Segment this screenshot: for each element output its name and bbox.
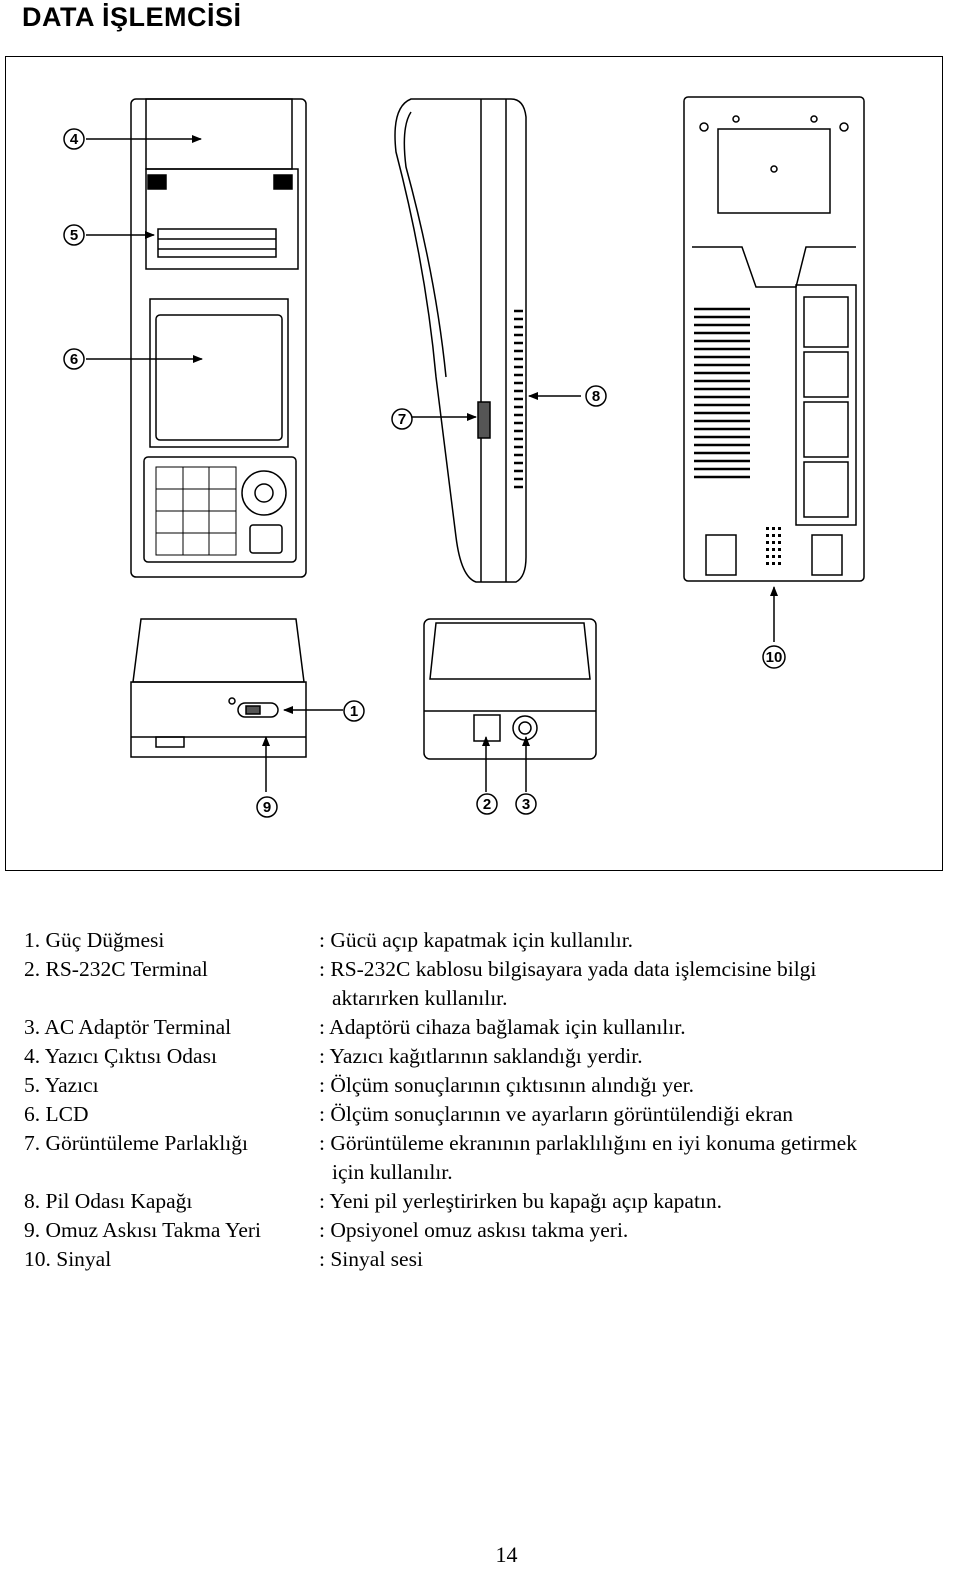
svg-text:5: 5 bbox=[70, 227, 78, 244]
legend-label: 9. Omuz Askısı Takma Yeri bbox=[24, 1218, 261, 1242]
device-figure: 4 5 6 7 8 1 9 2 3 10 bbox=[5, 56, 943, 871]
legend-desc: : Sinyal sesi bbox=[319, 1247, 423, 1271]
legend-desc: : Yazıcı kağıtlarının saklandığı yerdir. bbox=[319, 1044, 643, 1068]
front-view bbox=[130, 98, 307, 578]
legend-desc: : Gücü açıp kapatmak için kullanılır. bbox=[319, 928, 634, 952]
callout-6: 6 bbox=[63, 348, 85, 370]
svg-text:9: 9 bbox=[263, 799, 271, 816]
callout-8: 8 bbox=[585, 385, 607, 407]
legend-row: 3. AC Adaptör Terminal : Adaptörü cihaza … bbox=[24, 1013, 960, 1042]
callout-7: 7 bbox=[391, 408, 413, 430]
svg-text:8: 8 bbox=[592, 388, 600, 405]
bottom-view-left bbox=[130, 618, 307, 758]
svg-text:3: 3 bbox=[522, 796, 530, 813]
legend-desc: : Opsiyonel omuz askısı takma yeri. bbox=[319, 1218, 629, 1242]
legend-label: 3. AC Adaptör Terminal bbox=[24, 1015, 232, 1039]
legend-label: 4. Yazıcı Çıktısı Odası bbox=[24, 1044, 217, 1068]
callout-5: 5 bbox=[63, 224, 85, 246]
legend-desc: : Ölçüm sonuçlarının çıktısının alındığı… bbox=[319, 1073, 695, 1097]
svg-text:4: 4 bbox=[70, 131, 79, 148]
legend-desc: : Adaptörü cihaza bağlamak için kullanıl… bbox=[319, 1015, 686, 1039]
svg-text:2: 2 bbox=[483, 796, 491, 813]
callout-arrows bbox=[86, 135, 778, 792]
component-legend: 1. Güç Düğmesi : Gücü açıp kapatmak için … bbox=[24, 926, 960, 1274]
legend-row: 7. Görüntüleme Parlaklığı : Görüntüleme e… bbox=[24, 1129, 960, 1158]
legend-row: 6. LCD : Ölçüm sonuçlarının ve ayarların … bbox=[24, 1100, 960, 1129]
callout-9: 9 bbox=[256, 796, 278, 818]
legend-continuation: aktarırken kullanılır. bbox=[332, 986, 508, 1010]
page-title: DATA İŞLEMCİSİ bbox=[22, 2, 242, 32]
legend-label: 7. Görüntüleme Parlaklığı bbox=[24, 1131, 248, 1155]
legend-row: 4. Yazıcı Çıktısı Odası : Yazıcı kağıtlar… bbox=[24, 1042, 960, 1071]
legend-row: 5. Yazıcı : Ölçüm sonuçlarının çıktısının… bbox=[24, 1071, 960, 1100]
callout-10: 10 bbox=[762, 645, 786, 669]
svg-text:7: 7 bbox=[398, 411, 406, 428]
legend-label: 2. RS-232C Terminal bbox=[24, 957, 208, 981]
side-view bbox=[394, 98, 527, 583]
svg-text:10: 10 bbox=[766, 649, 783, 666]
bottom-view-right bbox=[423, 618, 597, 760]
legend-label: 1. Güç Düğmesi bbox=[24, 928, 165, 952]
legend-row: 10. Sinyal : Sinyal sesi bbox=[24, 1245, 960, 1274]
legend-label: 6. LCD bbox=[24, 1102, 89, 1126]
legend-desc: : Yeni pil yerleştirirken bu kapağı açıp… bbox=[319, 1189, 723, 1213]
legend-row: 2. RS-232C Terminal : RS-232C kablosu bil… bbox=[24, 955, 960, 984]
legend-desc: : Ölçüm sonuçlarının ve ayarların görünt… bbox=[319, 1102, 794, 1126]
callout-3: 3 bbox=[515, 793, 537, 815]
legend-label: 5. Yazıcı bbox=[24, 1073, 99, 1097]
legend-label: 8. Pil Odası Kapağı bbox=[24, 1189, 193, 1213]
svg-text:6: 6 bbox=[70, 351, 78, 368]
callout-2: 2 bbox=[476, 793, 498, 815]
svg-text:1: 1 bbox=[350, 703, 358, 720]
callout-4: 4 bbox=[63, 128, 85, 150]
legend-continuation: için kullanılır. bbox=[332, 1160, 453, 1184]
page-number: 14 bbox=[495, 1542, 518, 1567]
legend-row: 9. Omuz Askısı Takma Yeri : Opsiyonel omu… bbox=[24, 1216, 960, 1245]
legend-row: 1. Güç Düğmesi : Gücü açıp kapatmak için … bbox=[24, 926, 960, 955]
back-view bbox=[683, 96, 865, 582]
callout-1: 1 bbox=[343, 700, 365, 722]
legend-desc: : RS-232C kablosu bilgisayara yada data … bbox=[319, 957, 817, 981]
legend-desc: : Görüntüleme ekranının parlaklılığını e… bbox=[319, 1131, 857, 1155]
legend-row: 8. Pil Odası Kapağı : Yeni pil yerleştiri… bbox=[24, 1187, 960, 1216]
legend-label: 10. Sinyal bbox=[24, 1247, 112, 1271]
